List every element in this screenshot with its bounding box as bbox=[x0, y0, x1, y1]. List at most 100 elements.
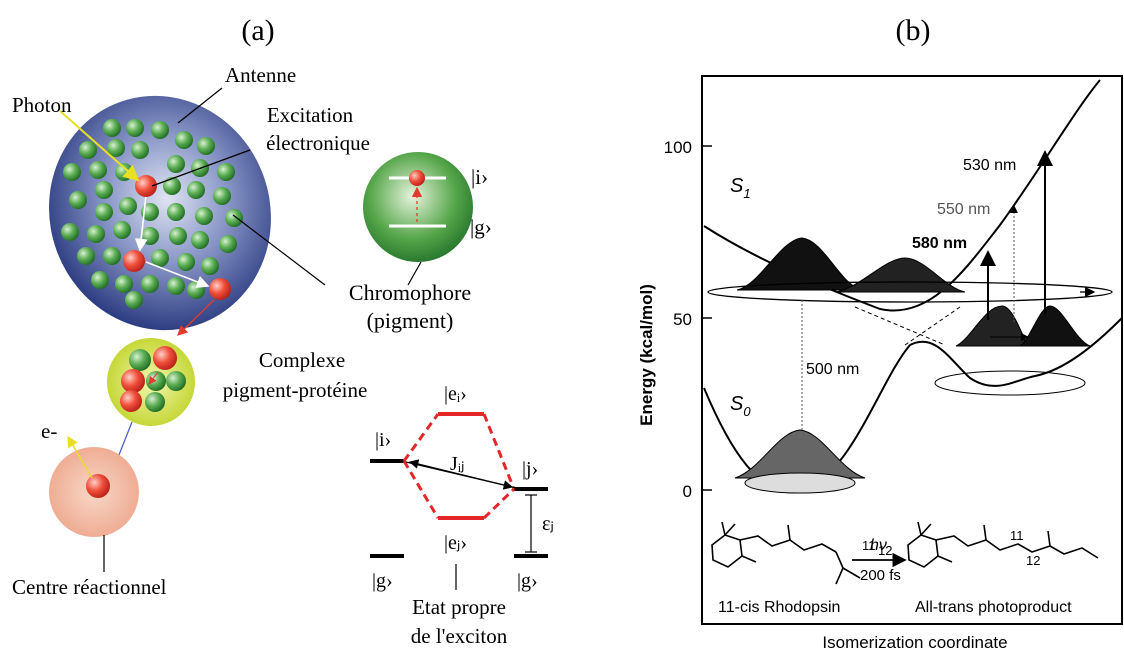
antenne-label: Antenne bbox=[225, 63, 296, 87]
pigment-ball bbox=[163, 177, 181, 195]
epsilon-label: εⱼ bbox=[542, 513, 554, 535]
y-tick-50: 50 bbox=[673, 310, 692, 329]
pigment-ball bbox=[167, 277, 185, 295]
wl-550-label: 550 nm bbox=[937, 201, 990, 218]
pigment-ball bbox=[151, 249, 169, 267]
complex-pigments bbox=[120, 346, 186, 412]
ei-label: |eᵢ› bbox=[444, 383, 467, 405]
num-11-right: 11 bbox=[1010, 528, 1024, 543]
y-tick-0: 0 bbox=[683, 482, 692, 501]
transfer-arrow-complex bbox=[177, 299, 215, 336]
product-wavepacket bbox=[934, 370, 1086, 396]
panel-b-label: (b) bbox=[896, 14, 931, 47]
energy-transfer-arrows bbox=[134, 194, 210, 288]
state-i-label: |i› bbox=[471, 165, 488, 189]
pigment-ball bbox=[187, 181, 205, 199]
pigment-ball bbox=[89, 161, 107, 179]
electron-label: e- bbox=[41, 419, 57, 443]
excited-chromophore bbox=[209, 278, 231, 300]
pigment-ball bbox=[141, 203, 159, 221]
gj-label: |g› bbox=[517, 570, 538, 592]
pigment-ball bbox=[95, 203, 113, 221]
all-trans-molecule bbox=[907, 521, 1099, 568]
y-axis: 100 50 0 bbox=[664, 138, 712, 501]
chromophore-leader-1 bbox=[232, 214, 326, 286]
excited-chromophore bbox=[135, 175, 157, 197]
s0-label: S0 bbox=[730, 393, 751, 419]
pigment-ball bbox=[191, 231, 209, 249]
pigment-ball bbox=[131, 141, 149, 159]
centre-label: Centre réactionnel bbox=[12, 575, 167, 599]
chromophore-label-1: Chromophore bbox=[349, 280, 471, 305]
pigment-ball bbox=[141, 227, 159, 245]
state-g-label: |g› bbox=[470, 215, 492, 239]
panel-b: (b) 100 50 0 Energy (kcal/mol) Isomeriza… bbox=[637, 14, 1123, 650]
excitation-leader bbox=[151, 149, 251, 187]
panel-a-label: (a) bbox=[241, 14, 274, 47]
pigment-ball bbox=[91, 271, 109, 289]
ground-wavepacket-base bbox=[744, 472, 856, 494]
excited-wavepacket-2 bbox=[835, 257, 966, 293]
num-11-left: 11 bbox=[862, 538, 876, 553]
excitation-label-1: Excitation bbox=[267, 103, 354, 127]
time-label: 200 fs bbox=[860, 567, 901, 584]
pigment-ball bbox=[126, 119, 144, 137]
plot-frame bbox=[701, 75, 1123, 625]
pigment-ball bbox=[125, 291, 143, 309]
excited-chromophore bbox=[123, 250, 145, 272]
i-label: |i› bbox=[375, 429, 391, 451]
pigment-ball bbox=[197, 137, 215, 155]
x-axis-label: Isomerization coordinate bbox=[822, 633, 1007, 650]
crossing-dash-1 bbox=[854, 306, 946, 346]
pigment-ball bbox=[87, 225, 105, 243]
coupling-arrow-2 bbox=[405, 461, 514, 490]
etat-label-1: Etat propre bbox=[412, 595, 506, 619]
electron-arrow bbox=[67, 435, 93, 479]
crossing-dash-2 bbox=[904, 306, 961, 346]
y-axis-label: Energy (kcal/mol) bbox=[637, 284, 656, 426]
pigment-ball bbox=[201, 257, 219, 275]
pigment-ball bbox=[103, 247, 121, 265]
pigment-ball bbox=[107, 139, 125, 157]
pigment-ball bbox=[61, 223, 79, 241]
antenna-chromophores bbox=[61, 119, 243, 309]
crossing-wavepacket-1 bbox=[955, 305, 1029, 347]
pigment-ball bbox=[225, 209, 243, 227]
s1-label: S1 bbox=[730, 175, 751, 201]
crossing-wavepacket-2 bbox=[1018, 305, 1091, 347]
num-12-left: 12 bbox=[878, 543, 892, 558]
y-tick-100: 100 bbox=[664, 138, 692, 157]
etat-label-2: de l'exciton bbox=[411, 624, 508, 648]
pigment-ball bbox=[175, 131, 193, 149]
pigment-ball bbox=[217, 163, 235, 181]
pigment-ball bbox=[213, 187, 231, 205]
right-molecule-label: All-trans photoproduct bbox=[915, 599, 1072, 616]
pigment-ball bbox=[151, 121, 169, 139]
pigment-ball bbox=[167, 155, 185, 173]
gi-label: |g› bbox=[372, 570, 393, 592]
antenne-leader bbox=[177, 87, 223, 124]
excitation-label-2: électronique bbox=[266, 131, 370, 155]
pigment-ball bbox=[103, 119, 121, 137]
pigment-ball bbox=[115, 275, 133, 293]
coupling-label: Jᵢⱼ bbox=[450, 453, 465, 475]
pigment-ball bbox=[177, 253, 195, 271]
pigment-ball bbox=[119, 197, 137, 215]
wl-580-label: 580 nm bbox=[912, 235, 967, 252]
complexe-label-1: Complexe bbox=[259, 348, 345, 372]
pigment-ball bbox=[113, 221, 131, 239]
ground-wavepacket bbox=[734, 429, 866, 479]
chromophore-leader-2 bbox=[407, 261, 422, 286]
excited-electron bbox=[409, 170, 425, 186]
wl-530-label: 530 nm bbox=[963, 157, 1016, 174]
wl-500-label: 500 nm bbox=[806, 361, 859, 378]
num-12-right: 12 bbox=[1026, 553, 1040, 568]
j-label: |j› bbox=[522, 458, 538, 480]
chromophore-label-2: (pigment) bbox=[367, 308, 454, 333]
photon-label: Photon bbox=[12, 93, 72, 117]
pigment-ball bbox=[219, 235, 237, 253]
pigment-ball bbox=[69, 191, 87, 209]
pigment-ball bbox=[63, 163, 81, 181]
complexe-label-2: pigment-protéine bbox=[223, 378, 368, 402]
